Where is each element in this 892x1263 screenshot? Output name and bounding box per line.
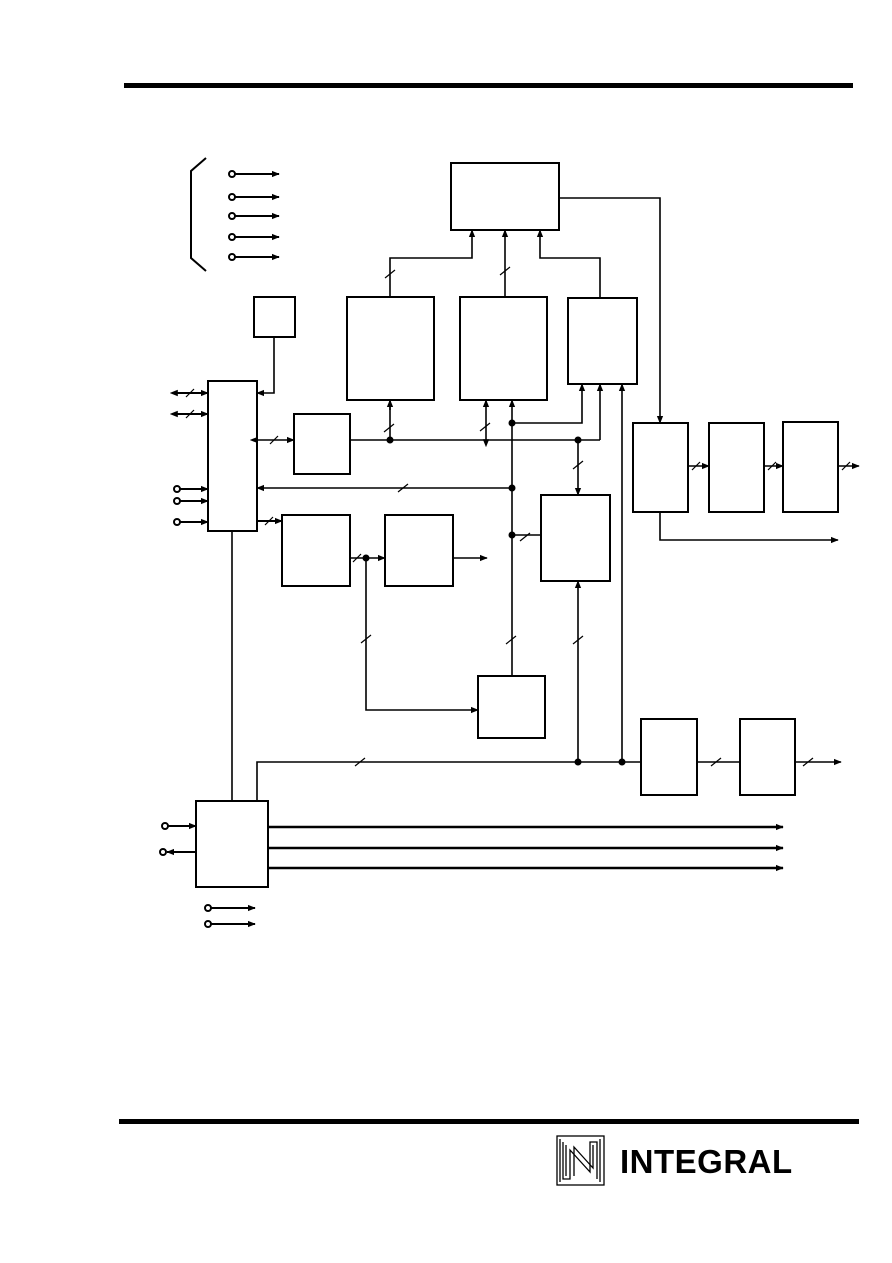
pin-terminal [161, 822, 169, 830]
bus-slash [505, 635, 517, 645]
pin-terminal [228, 212, 236, 220]
bus-slash [479, 422, 491, 432]
block-memory-a [346, 296, 435, 401]
block-io-port [207, 380, 258, 532]
bus-slash [269, 435, 279, 445]
block-bus-buffer [293, 413, 351, 475]
block-latch-b [384, 514, 454, 587]
block-register-c [567, 297, 638, 385]
block-chain-2 [708, 422, 765, 513]
wire-chain-1-down [659, 512, 839, 544]
block-alu [540, 494, 611, 582]
top-pin-group [190, 157, 280, 272]
bus-slash [841, 461, 851, 471]
pin-group-brace [190, 157, 207, 272]
block-latch-a [281, 514, 351, 587]
pin-terminal [228, 170, 236, 178]
integral-logo: INTEGRAL [556, 1135, 793, 1186]
connections [231, 197, 860, 801]
block-control [195, 800, 269, 888]
pin-terminal [173, 485, 181, 493]
block-top-unit [450, 162, 560, 231]
junction-dot [574, 758, 582, 766]
wire-latch-to-counter [365, 558, 479, 714]
block-counter [477, 675, 546, 739]
pin-terminal [228, 193, 236, 201]
junction-dot [574, 436, 582, 444]
bus-slash [264, 516, 274, 526]
block-chain-1 [632, 422, 689, 513]
bus-slash [383, 423, 395, 433]
pin-terminal [204, 904, 212, 912]
bus-slash [384, 269, 396, 279]
pin-terminal [173, 518, 181, 526]
wire-memory-a-to-top [389, 229, 476, 297]
bus-slash [691, 461, 701, 471]
bus-slash [354, 757, 366, 767]
page-rules [119, 83, 859, 1124]
junction-dot [362, 554, 370, 562]
block-memory-b [459, 296, 548, 401]
pin-terminal [228, 233, 236, 241]
pin-terminal [228, 253, 236, 261]
blocks [195, 162, 839, 888]
junctions [362, 419, 626, 766]
junction-dot [386, 436, 394, 444]
block-small-square [253, 296, 296, 338]
bus-slash [397, 483, 409, 493]
bus-slash [767, 461, 777, 471]
bus-slash [499, 266, 511, 276]
bus-slash [802, 757, 814, 767]
bus-slash [572, 635, 584, 645]
bus-slash [710, 757, 722, 767]
header-rule [124, 83, 853, 88]
pin-terminal [173, 497, 181, 505]
junction-dot [508, 484, 516, 492]
pin-terminal [204, 920, 212, 928]
wire-register-to-top [536, 229, 601, 298]
junction-dot [508, 419, 516, 427]
wire-512-to-register [512, 383, 586, 424]
bus-slash [519, 532, 531, 542]
bus-width-marks [185, 266, 851, 767]
port-pins [169, 389, 283, 526]
integral-logo-icon [556, 1135, 605, 1186]
wire-top-unit-right [559, 197, 664, 424]
bus-slash [185, 409, 195, 419]
brand-name: INTEGRAL [620, 1143, 793, 1180]
footer-rule [119, 1119, 859, 1124]
bus-slash [360, 634, 372, 644]
bus-slash [185, 388, 195, 398]
control-pins [159, 822, 256, 928]
block-out-2 [739, 718, 796, 796]
pin-terminal [159, 848, 167, 856]
junction-dot [508, 531, 516, 539]
junction-dot [618, 758, 626, 766]
wire-small-square-to-port [256, 337, 275, 397]
block-out-1 [640, 718, 698, 796]
control-outputs [268, 823, 784, 872]
wire-bus-762 [256, 761, 641, 801]
bus-slash [352, 553, 362, 563]
block-chain-3 [782, 421, 839, 513]
bus-slash [572, 460, 584, 470]
